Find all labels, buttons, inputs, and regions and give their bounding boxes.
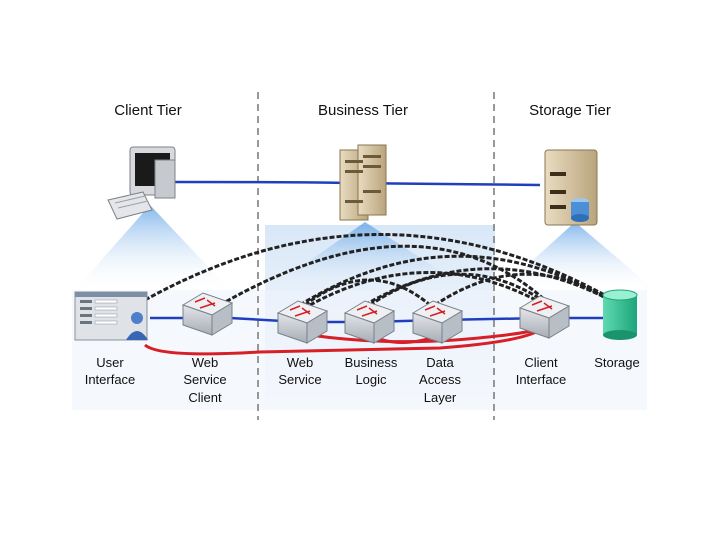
network-switch-icon (181, 292, 234, 336)
label-web-service-client: Web Service Client (183, 355, 226, 405)
svg-text:Client: Client (524, 355, 558, 370)
red-link-ui-to-client-interface (144, 328, 541, 356)
server-stack-icon (339, 144, 387, 221)
svg-text:Client: Client (188, 390, 222, 405)
chain-links (144, 233, 613, 307)
label-storage: Storage (594, 355, 640, 370)
svg-text:Service: Service (183, 372, 226, 387)
storage-tier-title: Storage Tier (529, 102, 611, 119)
database-cylinder-icon (602, 289, 638, 340)
client-tier-beam (75, 205, 230, 290)
red-link-business-to-client-interface (309, 326, 546, 344)
business-tier-title: Business Tier (318, 102, 408, 119)
svg-text:Access: Access (419, 372, 461, 387)
network-switch-icon (276, 300, 329, 344)
storage-server-icon (544, 149, 598, 226)
svg-text:Web: Web (287, 355, 314, 370)
svg-text:Web: Web (192, 355, 219, 370)
label-data-access-layer: Data Access Layer (419, 355, 461, 405)
svg-text:Storage: Storage (594, 355, 640, 370)
network-switch-icon (411, 300, 464, 344)
user-icon (126, 312, 148, 340)
label-user-interface: User Interface (85, 355, 136, 387)
svg-text:Interface: Interface (85, 372, 136, 387)
storage-tier-beam (500, 222, 655, 290)
svg-text:Data: Data (426, 355, 454, 370)
svg-text:Layer: Layer (424, 390, 457, 405)
network-switch-icon (518, 295, 571, 339)
network-switch-icon (343, 300, 396, 344)
svg-text:Logic: Logic (355, 372, 387, 387)
svg-text:Business: Business (345, 355, 398, 370)
desktop-computer-icon (107, 146, 176, 220)
svg-text:User: User (96, 355, 124, 370)
svg-text:Service: Service (278, 372, 321, 387)
label-business-logic: Business Logic (345, 355, 398, 387)
label-client-interface: Client Interface (516, 355, 567, 387)
svg-text:Interface: Interface (516, 372, 567, 387)
client-tier-title: Client Tier (114, 102, 182, 119)
label-web-service: Web Service (278, 355, 321, 387)
